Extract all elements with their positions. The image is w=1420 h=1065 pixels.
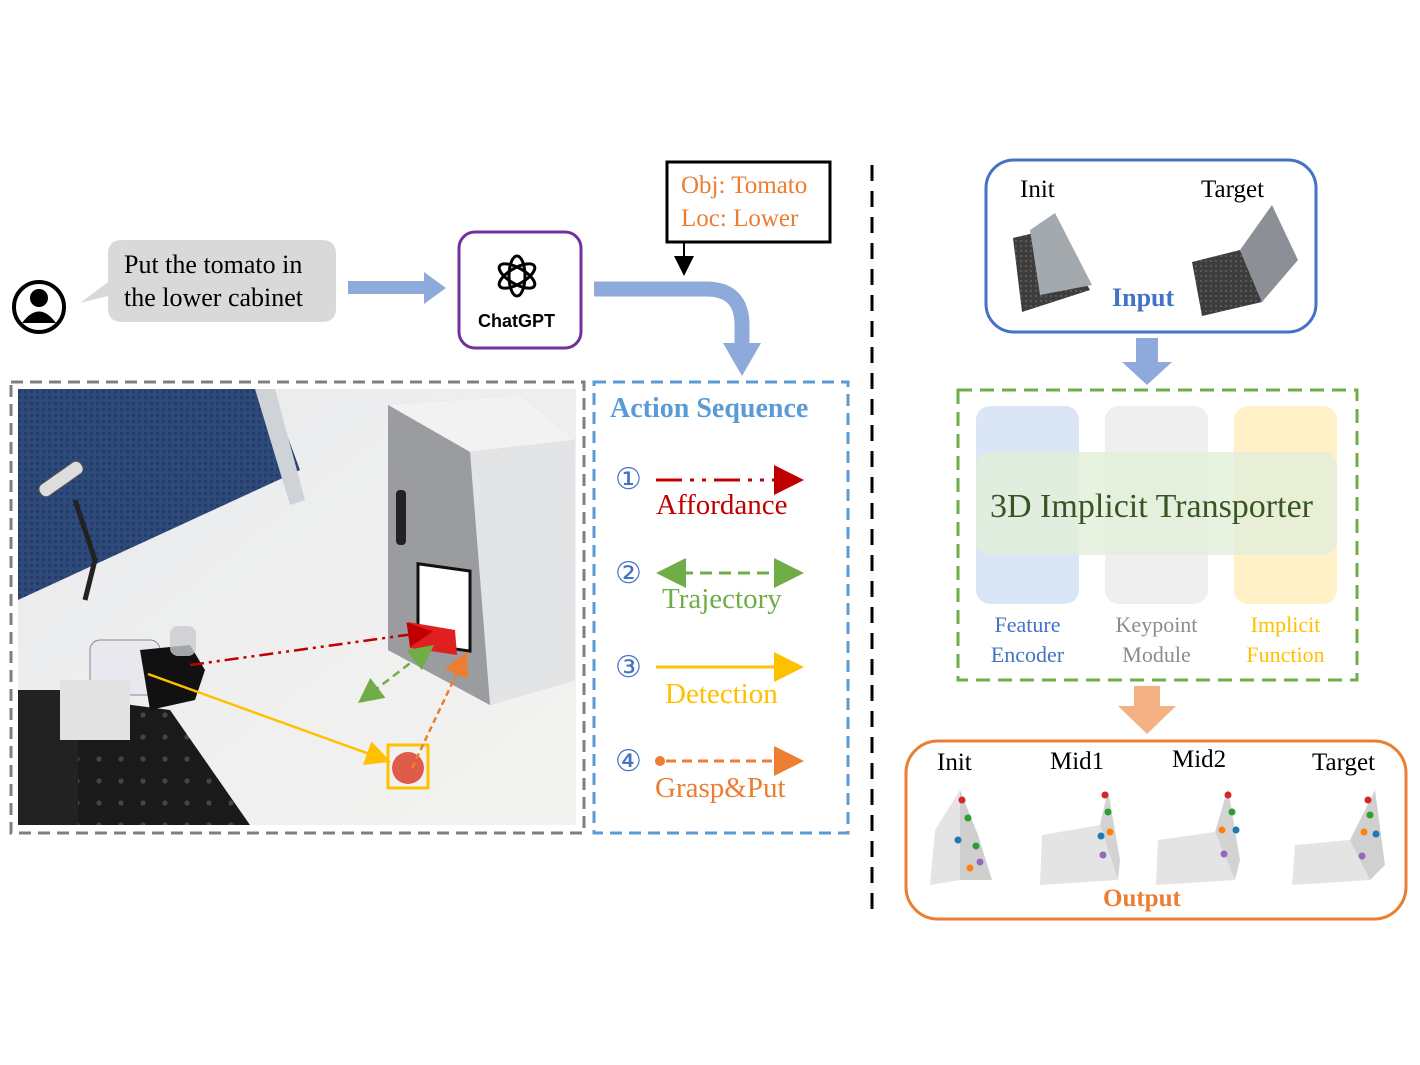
output-init-label: Init (937, 749, 972, 776)
detection-number: ③ (615, 651, 642, 684)
grasp-number: ④ (615, 745, 642, 778)
transporter-title: 3D Implicit Transporter (990, 488, 1313, 525)
scene-photo (18, 389, 576, 825)
implicit-function-line1: Implicit (1250, 612, 1321, 637)
transporter-box (956, 388, 1359, 682)
affordance-arrow-photo (189, 622, 433, 667)
speech-line-2: the lower cabinet (124, 283, 304, 312)
output-mid1-label: Mid1 (1050, 748, 1105, 775)
speech-bubble (80, 240, 336, 322)
detection-arrow-photo (147, 672, 391, 765)
output-target-label: Target (1312, 749, 1376, 776)
trajectory-number: ② (615, 557, 642, 590)
detection-label: Detection (665, 678, 778, 710)
output-mid2-label: Mid2 (1172, 746, 1227, 773)
output-frame-mid1 (1040, 790, 1120, 885)
photo-frame (9, 380, 586, 835)
parsed-obj: Obj: Tomato (681, 172, 808, 199)
keypoint-module-line2: Module (1122, 642, 1191, 667)
output-frame-mid2 (1156, 788, 1240, 885)
action-sequence-title: Action Sequence (610, 393, 809, 424)
arrow-transporter-to-output (1118, 686, 1176, 734)
arrow-input-to-transporter (1122, 338, 1172, 385)
grasp-legend-dot (655, 756, 665, 766)
grasp-label: Grasp&Put (655, 772, 786, 804)
trajectory-arrow-photo (358, 644, 434, 704)
input-target-object (1192, 205, 1298, 316)
user-icon (12, 280, 66, 334)
transporter-band (976, 452, 1337, 555)
output-frame-init (930, 790, 992, 885)
feature-encoder-line1: Feature (994, 612, 1061, 637)
input-target-label: Target (1201, 176, 1265, 203)
arrow-to-chatgpt (348, 272, 446, 304)
implicit-function-line2: Function (1246, 642, 1325, 667)
keypoint-module-line1: Keypoint (1115, 612, 1198, 637)
parsed-box (665, 160, 832, 244)
chatgpt-box (457, 230, 583, 350)
speech-line-1: Put the tomato in (124, 250, 303, 279)
arrow-to-action-sequence (594, 281, 761, 376)
output-box (904, 739, 1408, 921)
input-init-label: Init (1020, 176, 1055, 203)
action-sequence-box (592, 380, 850, 835)
grasp-arrow-photo (410, 651, 468, 769)
affordance-number: ① (615, 463, 642, 496)
chatgpt-logo-icon (497, 254, 537, 298)
output-title: Output (1103, 885, 1181, 912)
trajectory-label: Trajectory (662, 583, 782, 615)
feature-encoder-line2: Encoder (990, 642, 1065, 667)
input-init-object (1013, 213, 1092, 312)
parsed-loc: Loc: Lower (681, 205, 799, 232)
output-frame-target (1292, 790, 1385, 885)
affordance-label: Affordance (656, 489, 788, 521)
input-title: Input (1112, 283, 1175, 312)
chatgpt-label: ChatGPT (478, 311, 556, 331)
